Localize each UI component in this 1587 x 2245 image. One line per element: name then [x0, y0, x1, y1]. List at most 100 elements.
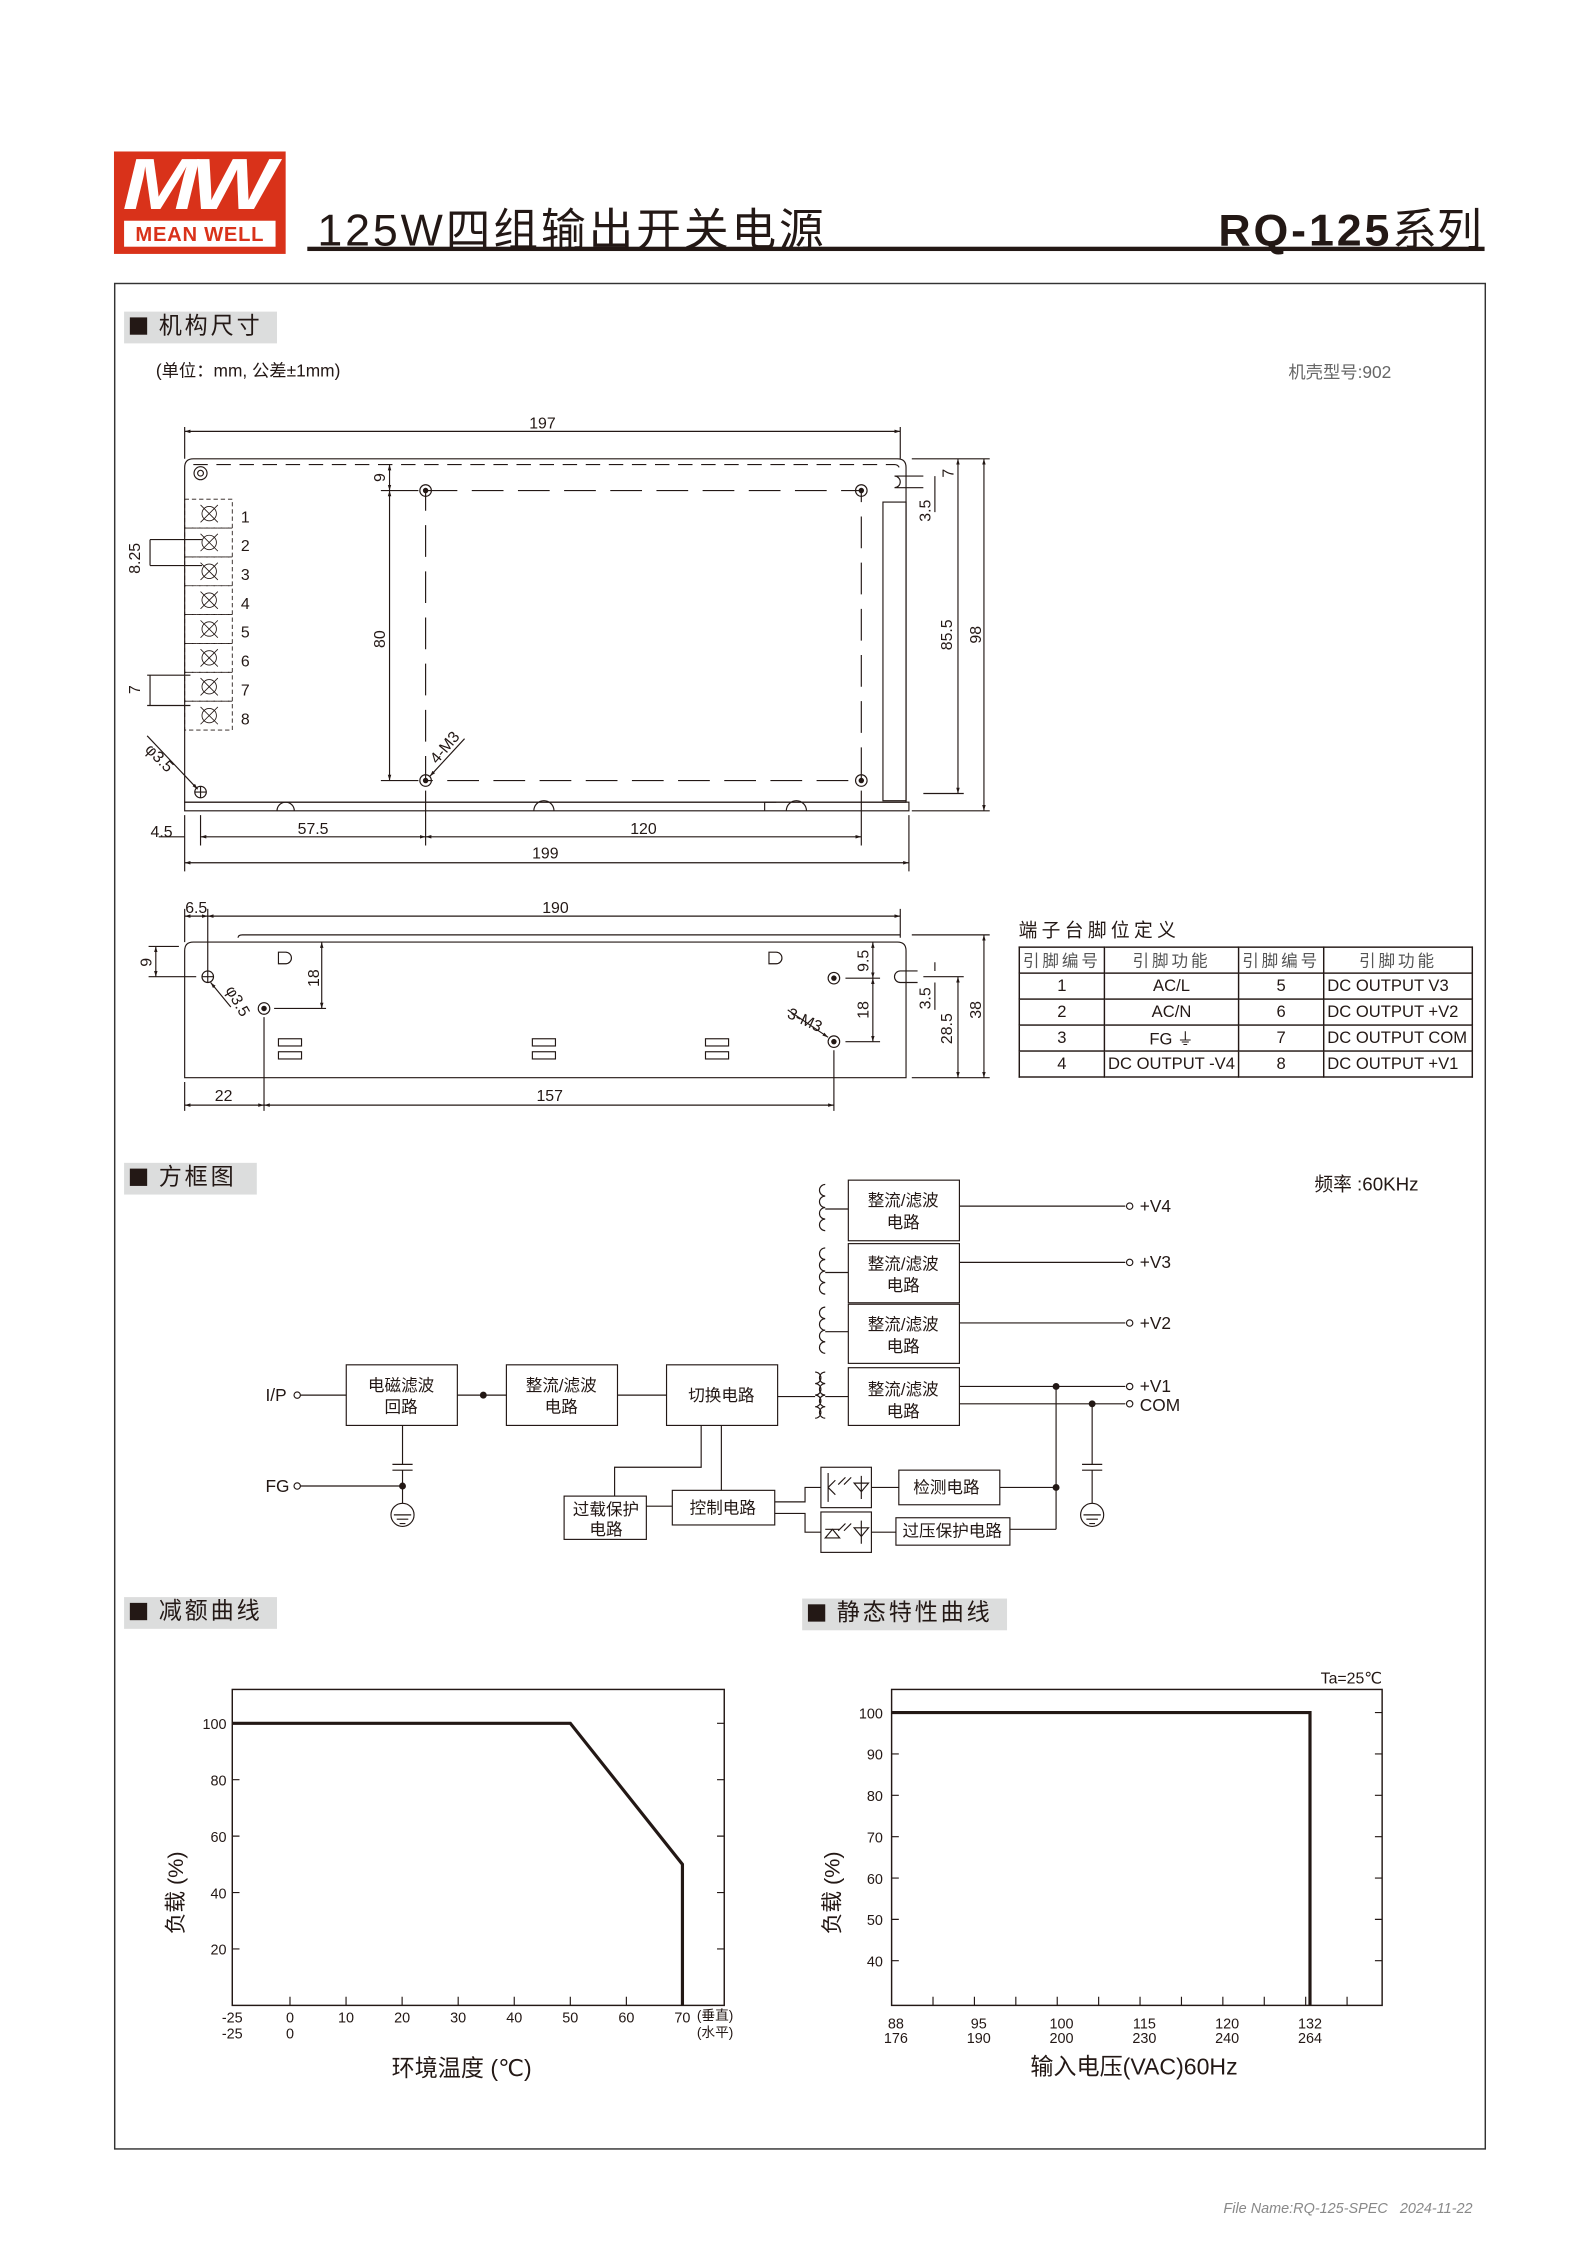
input-rectifier-label: 整流/滤波: [526, 1376, 597, 1395]
rectifier-label: 整流/滤波: [868, 1380, 939, 1399]
switching-box: [665, 1364, 779, 1426]
y-tick-label: 60: [867, 1872, 883, 1888]
terminal-cell: [184, 498, 233, 529]
dim-157: 157: [536, 1088, 563, 1105]
section-title: 减额曲线: [158, 1599, 263, 1625]
output-terminal-icon: [1125, 1202, 1134, 1210]
terminal-screw-icon: [201, 563, 217, 579]
y-tick-label: 70: [867, 1830, 883, 1846]
x-tick-label-row2: 0: [286, 2027, 294, 2043]
pin-label: 8: [241, 711, 250, 728]
pin-table-title: 端子台脚位定义: [1018, 919, 1181, 941]
emi-label: 电磁滤波: [368, 1376, 435, 1395]
footer: File Name:RQ-125-SPEC 2024-11-22: [1223, 2202, 1472, 2218]
terminal-cell: [184, 527, 233, 558]
terminal-screw-icon: [200, 591, 219, 610]
pin-function: DC OUTPUT COM: [1322, 1024, 1474, 1052]
overload-box: [563, 1495, 647, 1540]
emi-label: 回路: [384, 1397, 418, 1416]
dim-3-5: 3.5: [918, 500, 935, 522]
hidden-edge: [193, 463, 901, 474]
terminal-screw-icon: [200, 562, 219, 581]
x-tick-label: 95: [971, 2016, 987, 2032]
x-tick-label-row2: 176: [884, 2031, 908, 2047]
x-tick-label: 100: [1050, 2016, 1074, 2032]
dim-7: 7: [941, 469, 958, 478]
side-view-drawing: [148, 908, 990, 1111]
detection-label: 检测电路: [913, 1478, 980, 1497]
output-label-com: COM: [1140, 1395, 1180, 1415]
pin-number: 7: [1237, 1024, 1325, 1052]
square-bullet-icon: [129, 317, 148, 335]
terminal-screw-icon: [201, 592, 217, 608]
overload-label: 过载保护: [573, 1500, 639, 1519]
pin-number: 3: [1018, 1024, 1106, 1052]
fg-terminal-icon: [293, 1482, 301, 1490]
chassis-outline: [184, 458, 907, 803]
pin-label: 3: [241, 567, 250, 584]
mounting-hole-pattern: [425, 489, 862, 782]
section-header-block-diagram: 方框图: [124, 1162, 257, 1195]
x-tick-suffix: (水平): [697, 2025, 734, 2040]
pin-label: 4: [241, 596, 250, 613]
header-cell: 引脚编号: [1018, 946, 1106, 974]
x-tick-label-row2: 230: [1132, 2031, 1156, 2047]
x-tick-label: 60: [618, 2011, 634, 2027]
dim-190: 190: [542, 900, 569, 917]
static-y-axis-label: 负载 (%): [820, 1851, 845, 1934]
x-tick-label: 40: [506, 2011, 522, 2027]
static-curve: [891, 1711, 1312, 2006]
x-tick-label: 115: [1133, 2016, 1156, 2032]
unit-note: (单位：mm, 公差±1mm): [155, 360, 341, 381]
square-bullet-icon: [129, 1602, 148, 1621]
chassis-base-plate: [184, 801, 910, 812]
static-x-axis-label: 输入电压(VAC)60Hz: [1030, 2054, 1237, 2080]
fg-hole: [193, 466, 208, 481]
dim-80: 80: [372, 630, 389, 648]
terminal-screw-icon: [200, 533, 219, 552]
dim-85-5: 85.5: [939, 619, 956, 650]
rectifier-label: 电路: [887, 1402, 921, 1421]
x-tick-label: 20: [394, 2011, 410, 2027]
dim-199: 199: [532, 845, 559, 862]
dim-22: 22: [215, 1088, 233, 1105]
x-tick-label-row2: 200: [1050, 2031, 1074, 2047]
input-terminal-icon: [293, 1391, 301, 1399]
terminal-screw-icon: [201, 621, 217, 637]
terminal-screw-icon: [201, 505, 217, 522]
output-terminal-icon: [1125, 1258, 1134, 1267]
ambient-temperature-note: Ta=25℃: [1321, 1671, 1383, 1688]
header-cell: 引脚功能: [1322, 946, 1474, 974]
pin-label: 7: [241, 682, 250, 699]
pin-function: AC/N: [1103, 998, 1240, 1026]
mounting-hole: [827, 971, 841, 985]
dim-phi-3-5: φ3.5: [141, 741, 176, 776]
dim-9-5: 9.5: [856, 950, 873, 972]
output-label-v1: +V1: [1140, 1376, 1171, 1396]
derating-y-axis-label: 负载 (%): [163, 1851, 188, 1934]
dim-8-25: 8.25: [127, 543, 144, 574]
file-date: 2024-11-22: [1399, 2201, 1473, 2218]
x-tick-label-row2: 240: [1215, 2031, 1239, 2047]
rectifier-box-v2: [847, 1303, 960, 1364]
ovp-label: 过压保护电路: [902, 1522, 1002, 1541]
dim-3-m3: 3-M3: [785, 1005, 825, 1036]
x-tick-label: 88: [888, 2016, 904, 2032]
dim-9: 9: [372, 473, 389, 482]
terminal-cell: [184, 643, 233, 673]
x-tick-label: 30: [450, 2011, 466, 2027]
terminal-screw-icon: [201, 650, 217, 666]
rectifier-label: 电路: [887, 1337, 921, 1356]
x-tick-label: 0: [286, 2011, 294, 2027]
frequency-note: 频率 :60KHz: [1314, 1172, 1419, 1195]
chassis-side-outline: [184, 941, 907, 1079]
pin-label: 5: [241, 625, 250, 642]
x-tick-label: 132: [1298, 2016, 1322, 2032]
control-box: [671, 1489, 776, 1526]
y-tick-label: 80: [867, 1789, 883, 1805]
dim-57-5: 57.5: [298, 821, 329, 838]
terminal-screw-icon: [201, 679, 217, 695]
dim-197: 197: [529, 415, 556, 432]
